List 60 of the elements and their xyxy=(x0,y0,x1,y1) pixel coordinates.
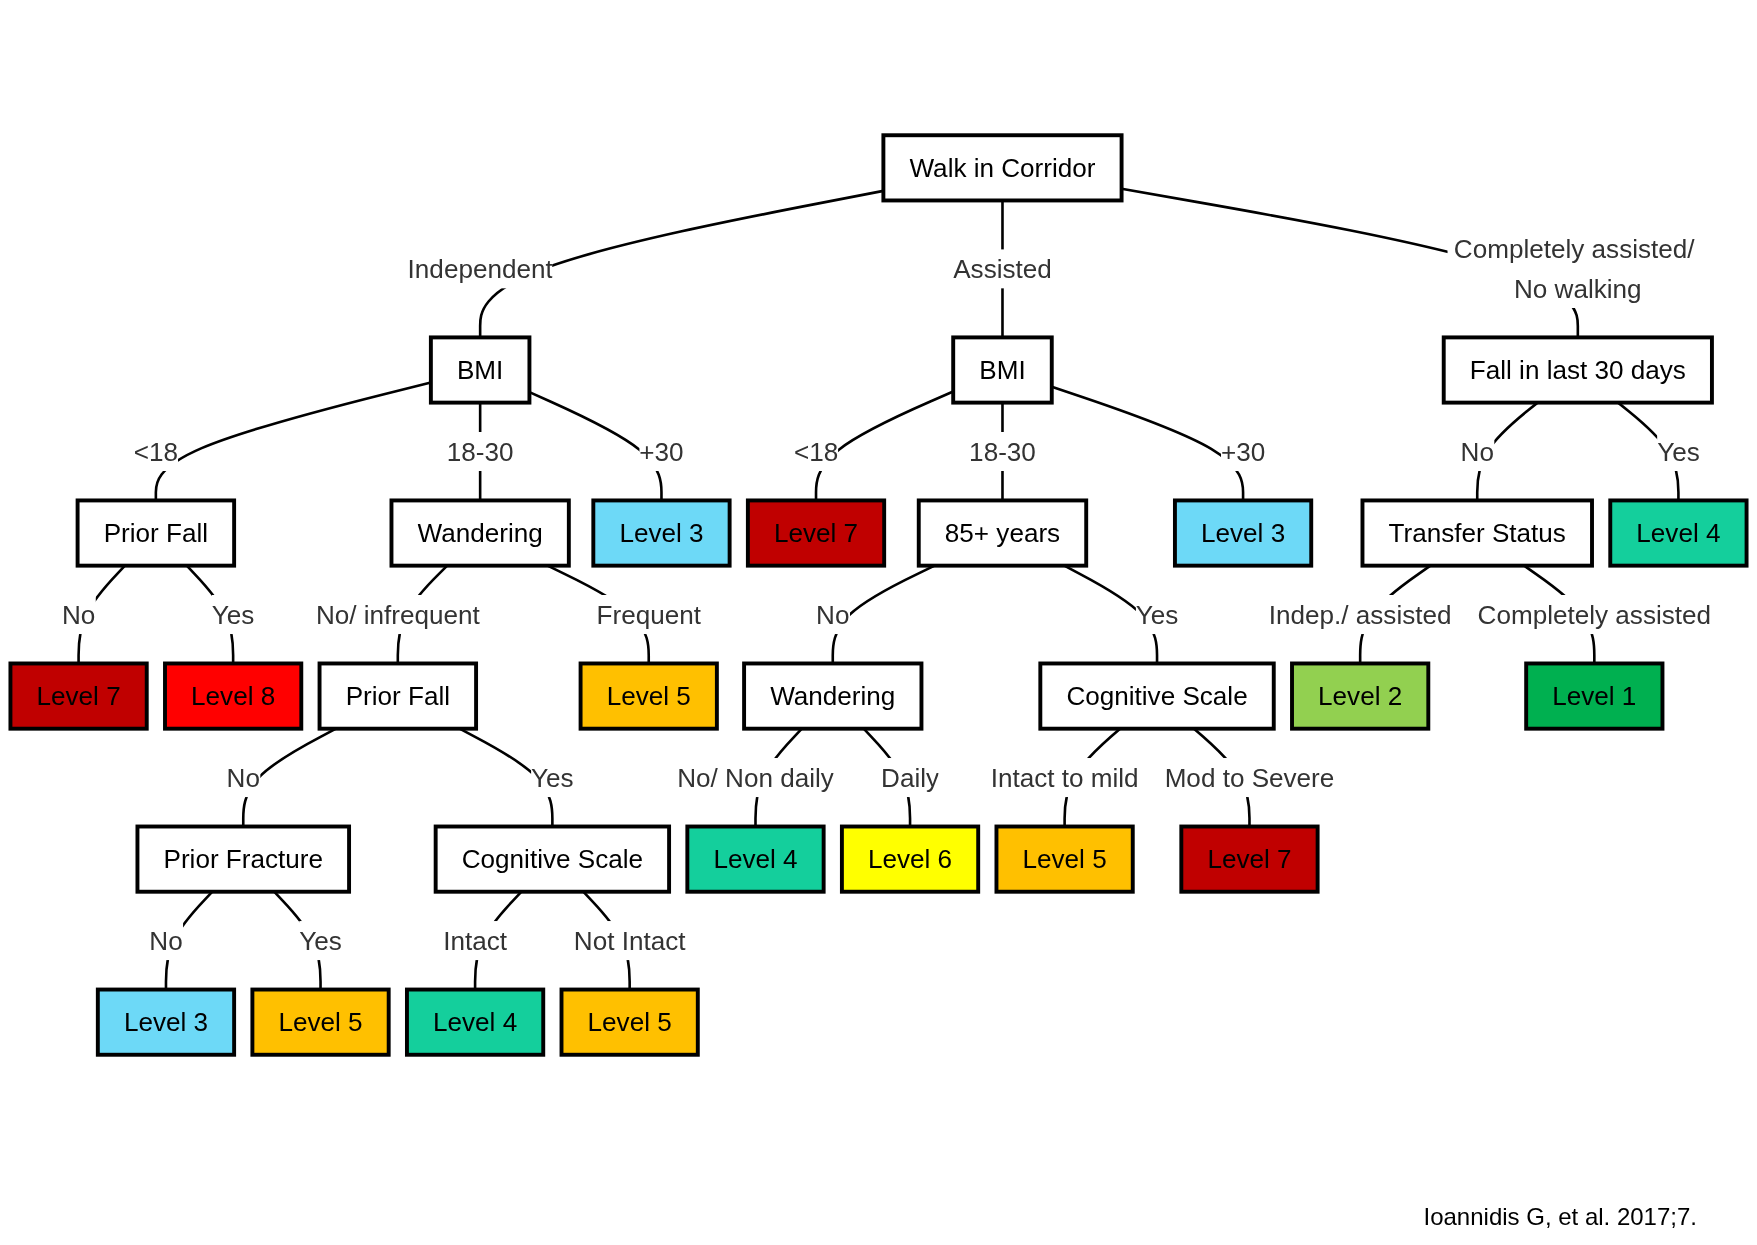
edge-label: Daily xyxy=(881,763,940,792)
node-box: Level 7 xyxy=(745,498,887,568)
node-box: Transfer Status xyxy=(1360,498,1594,568)
node-box: Level 5 xyxy=(559,987,700,1057)
node-box: Level 4 xyxy=(685,824,826,894)
edge-label: Indep./ assisted xyxy=(1268,600,1452,629)
node-box: Wandering xyxy=(742,661,924,731)
edge-label: +30 xyxy=(1220,437,1266,466)
edge-label: Independent xyxy=(407,254,553,284)
edge-label: Yes xyxy=(531,763,574,792)
node-box: Level 6 xyxy=(839,824,981,894)
edge-label: Completely assisted xyxy=(1477,600,1712,629)
edge-label: 18-30 xyxy=(446,437,514,466)
node-box: Level 5 xyxy=(250,987,391,1057)
node-box: Level 8 xyxy=(163,661,304,731)
edge-label: No xyxy=(226,763,260,792)
edge-label: Mod to Severe xyxy=(1164,763,1335,792)
edge-label: No/ infrequent xyxy=(315,600,480,629)
edge-label: Yes xyxy=(211,600,255,629)
edge-label: 18-30 xyxy=(969,437,1036,466)
node-box: Walk in Corridor xyxy=(881,133,1124,203)
node-box: BMI xyxy=(428,335,532,405)
node-box: Level 3 xyxy=(1172,498,1314,568)
node-box: Prior Fall xyxy=(317,661,479,731)
edge-label: <18 xyxy=(793,437,839,466)
node-box: Fall in last 30 days xyxy=(1441,335,1714,405)
edge-label: Completely assisted/ No walking xyxy=(1453,235,1695,303)
edge-label: Yes xyxy=(1657,437,1700,466)
edge-label: No xyxy=(149,926,183,955)
node-box: Level 5 xyxy=(994,824,1135,894)
edge-label: Assisted xyxy=(953,254,1052,284)
node-box: BMI xyxy=(951,335,1054,405)
edge-label: Intact xyxy=(443,926,507,955)
edge-label: Frequent xyxy=(596,600,701,629)
edge-label: No xyxy=(1460,437,1494,466)
edge-label: No/ Non daily xyxy=(677,763,834,792)
edge-label: Not Intact xyxy=(573,926,686,955)
edge-label: No xyxy=(61,600,96,629)
edge-label: No xyxy=(816,600,850,629)
edge-label: <18 xyxy=(133,437,178,466)
node-box: Prior Fall xyxy=(75,498,237,568)
node-box: Level 1 xyxy=(1524,661,1665,731)
node-box: Cognitive Scale xyxy=(433,824,672,894)
node-box: Level 7 xyxy=(1179,824,1320,894)
node-box: 85+ years xyxy=(916,498,1089,568)
node-box: Level 4 xyxy=(405,987,546,1057)
edge-label: +30 xyxy=(639,437,684,466)
node-box: Level 2 xyxy=(1290,661,1431,731)
edge-label: Yes xyxy=(1135,600,1179,629)
node-box: Level 4 xyxy=(1608,498,1749,568)
node-box: Level 3 xyxy=(591,498,732,568)
node-box: Level 3 xyxy=(95,987,237,1057)
node-box: Prior Fracture xyxy=(135,824,352,894)
node-box: Level 5 xyxy=(578,661,719,731)
citation-note: Ioannidis G, et al. 2017;7. xyxy=(1423,1203,1697,1231)
node-box: Cognitive Scale xyxy=(1038,661,1276,731)
node-box: Level 7 xyxy=(8,661,149,731)
edge-label: Intact to mild xyxy=(990,763,1139,792)
node-box: Wandering xyxy=(389,498,571,568)
edge-label: Yes xyxy=(299,926,342,955)
